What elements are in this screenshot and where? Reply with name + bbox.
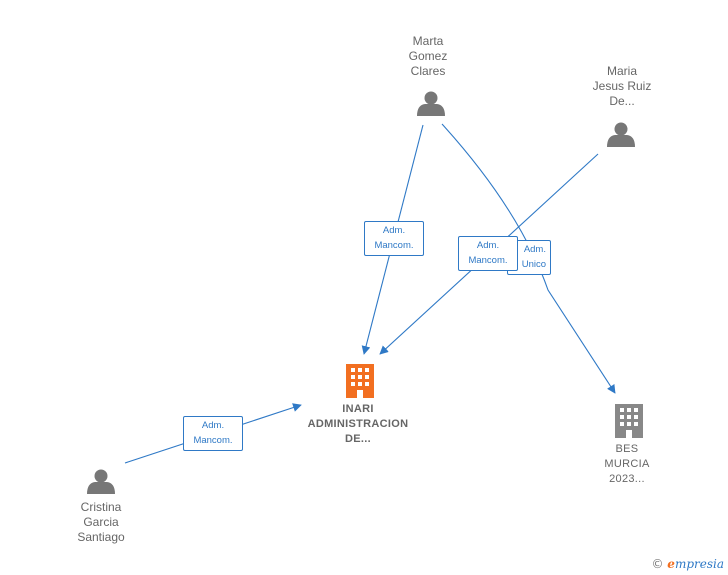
edge-label-marta-inari: Adm. Mancom. bbox=[364, 221, 424, 256]
brand-initial: e bbox=[667, 557, 675, 571]
edge-label-cristina-inari: Adm. Mancom. bbox=[183, 416, 243, 451]
person-icon[interactable] bbox=[607, 122, 635, 148]
person-icon[interactable] bbox=[417, 91, 445, 117]
edge-marta-bes bbox=[441, 123, 616, 394]
building-icon[interactable] bbox=[615, 404, 643, 438]
edge-label-maria-inari: Adm. Mancom. bbox=[458, 236, 518, 271]
brand-name: mpresia bbox=[674, 557, 724, 571]
person-label-maria[interactable]: Maria Jesus Ruiz De... bbox=[592, 64, 652, 108]
person-label-marta[interactable]: Marta Gomez Clares bbox=[408, 34, 448, 78]
copyright-icon: © bbox=[651, 557, 664, 571]
building-icon[interactable] bbox=[346, 364, 374, 398]
person-label-cristina[interactable]: Cristina Garcia Santiago bbox=[77, 500, 125, 544]
empresia-logo: © empresia bbox=[651, 557, 724, 571]
company-label-inari[interactable]: INARI ADMINISTRACION DE... bbox=[307, 403, 409, 445]
company-label-bes[interactable]: BES MURCIA 2023... bbox=[604, 443, 650, 485]
person-icon[interactable] bbox=[87, 469, 115, 495]
